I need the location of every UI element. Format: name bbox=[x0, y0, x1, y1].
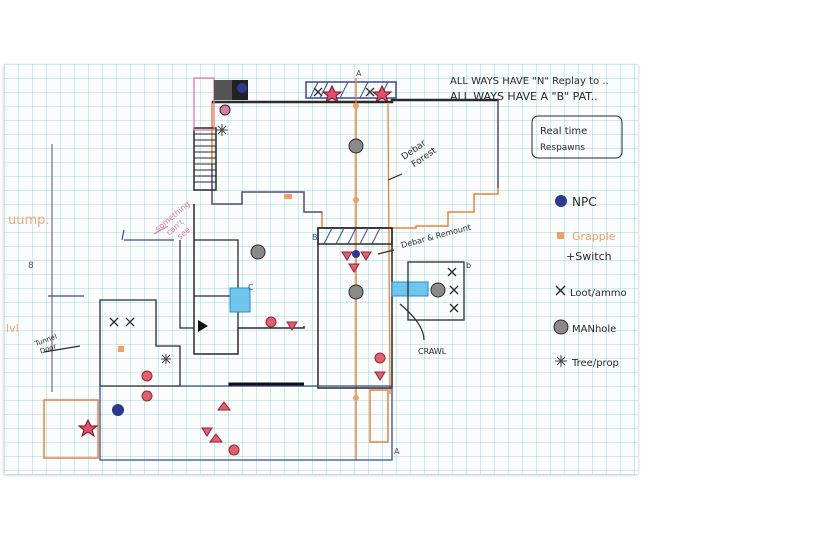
grapple-markers bbox=[118, 103, 359, 401]
graph-paper-sheet: A A B C b Debar Forest Debar & Remount s… bbox=[4, 64, 638, 474]
c-label: C bbox=[248, 283, 254, 292]
manhole-legend-icon bbox=[553, 319, 569, 335]
debar-remount-label: Debar & Remount bbox=[400, 223, 472, 250]
legend-tree: Tree/prop bbox=[571, 358, 619, 369]
stairs-block bbox=[193, 127, 217, 191]
cyan-block-left bbox=[229, 287, 251, 313]
enemy-triangles bbox=[201, 251, 386, 443]
legend-grapple: Grapple bbox=[572, 230, 616, 243]
lower-left-room bbox=[99, 299, 181, 387]
legend-switch: +Switch bbox=[566, 250, 612, 263]
loot-marks bbox=[109, 87, 459, 327]
note-line-2: ALL WAYS HAVE A "B" PAT.. bbox=[450, 90, 598, 103]
loot-legend-icon bbox=[555, 285, 566, 296]
top-a-label: A bbox=[356, 69, 362, 78]
legend-loot: Loot/ammo bbox=[570, 288, 627, 299]
left-word-3: lvl bbox=[6, 322, 19, 335]
npc-legend-icon bbox=[555, 195, 567, 207]
bottom-a-label: A bbox=[394, 447, 400, 456]
right-box bbox=[407, 261, 465, 321]
legend: NPC Grapple +Switch Loot/ammo MANhole Tr… bbox=[553, 195, 627, 369]
respawn-note-1: Real time bbox=[540, 126, 587, 137]
left-wall bbox=[193, 204, 305, 355]
crawl-label: CRAWL bbox=[418, 347, 447, 356]
legend-manhole: MANhole bbox=[572, 324, 616, 335]
lower-left-orange-room bbox=[43, 399, 99, 459]
enemy-dots bbox=[141, 316, 386, 456]
respawn-note-2: Respawns bbox=[540, 143, 585, 153]
pink-zone bbox=[193, 77, 215, 131]
respawn-note-box bbox=[531, 115, 623, 159]
manhole-markers bbox=[250, 138, 446, 300]
left-word-2: 8 bbox=[28, 261, 34, 271]
cyan-block-right bbox=[391, 281, 429, 297]
level-map-sketch: A A B C b Debar Forest Debar & Remount s… bbox=[6, 69, 627, 461]
top-spawn-strip bbox=[305, 81, 397, 99]
b-room-label: b bbox=[466, 261, 471, 270]
left-word-1: uump. bbox=[8, 213, 50, 228]
dark-block bbox=[214, 80, 232, 100]
npc-markers bbox=[112, 83, 360, 416]
remount-hatch bbox=[317, 227, 393, 245]
b-label: B bbox=[312, 233, 318, 242]
tree-legend-icon bbox=[555, 355, 567, 367]
legend-npc: NPC bbox=[572, 195, 597, 209]
top-room-wall bbox=[212, 98, 498, 104]
tree-props bbox=[161, 124, 228, 364]
bottom-room bbox=[99, 385, 393, 461]
note-line-1: ALL WAYS HAVE "N" Replay to .. bbox=[450, 76, 609, 87]
spawn-stars bbox=[77, 84, 393, 438]
top-room-outline bbox=[211, 99, 499, 229]
grapple-legend-icon bbox=[557, 232, 564, 239]
